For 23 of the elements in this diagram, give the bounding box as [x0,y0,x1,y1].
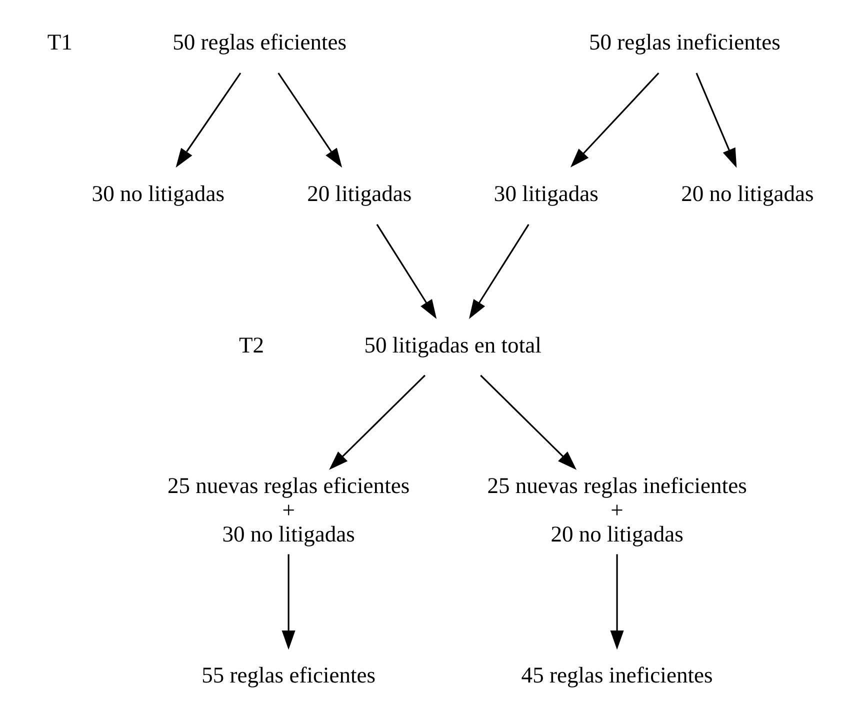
node-text: 20 litigadas [307,180,412,206]
node-text: 30 no litigadas [92,180,224,206]
arrow [329,374,426,470]
arrow [570,72,660,168]
arrow [376,224,437,320]
arrow [278,72,342,168]
node-text: 30 litigadas [494,180,598,206]
label: T2 [239,332,264,358]
node-text: 50 reglas eficientes [172,30,347,55]
arrow [469,224,530,320]
node-text: 20 no litigadas [681,180,814,206]
arrow [480,374,577,470]
node-text: 55 reglas eficientes [202,662,376,688]
arrow [696,72,737,168]
node-text: 45 reglas ineficientes [521,662,713,688]
node-text: 50 litigadas en total [364,332,542,358]
arrow [282,554,296,650]
node-text: 50 reglas ineficientes [588,30,780,55]
node-text: 25 nuevas reglas ineficientes + 20 no litigadas [487,473,747,546]
node-text: 25 nuevas reglas eficientes + 30 no litigadas [168,473,410,546]
arrow [610,554,624,650]
arrow [176,72,242,168]
label: T1 [47,30,72,55]
